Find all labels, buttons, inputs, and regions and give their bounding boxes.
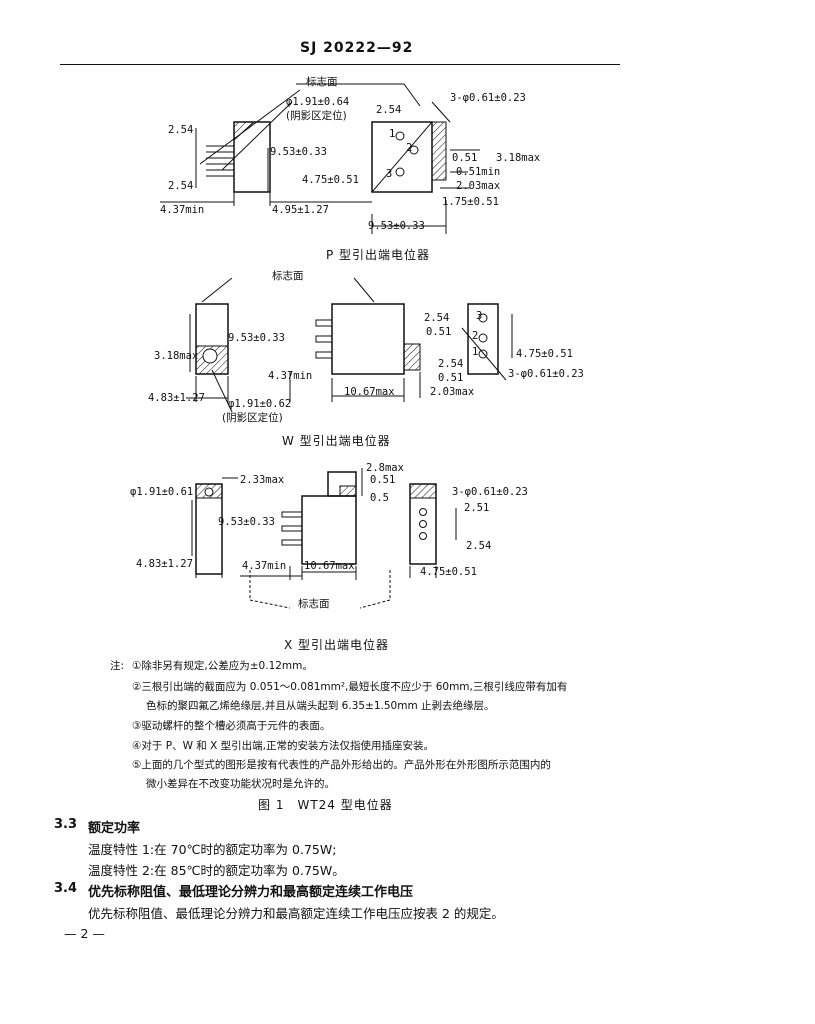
p-dim-475: 4.75±0.51 bbox=[302, 174, 359, 186]
x-dim-483: 4.83±1.27 bbox=[136, 558, 193, 570]
w-diam-pin: φ1.91±0.62 bbox=[228, 398, 292, 410]
p-shade-note: (阴影区定位) bbox=[286, 110, 347, 122]
notes-label: 注: bbox=[110, 660, 125, 672]
p-pin-3: 3 bbox=[386, 168, 393, 180]
w-dim-051b: 0.51 bbox=[438, 372, 464, 384]
note-3: ③驱动螺杆的整个槽必须高于元件的表面。 bbox=[132, 720, 331, 732]
note-5b: 微小差异在不改变功能状况时是允许的。 bbox=[146, 778, 335, 790]
p-dim-254-left: 2.54 bbox=[168, 124, 194, 136]
x-dim-05: 0.5 bbox=[370, 492, 389, 504]
x-dim-437: 4.37min bbox=[242, 560, 287, 572]
w-shade-note: (阴影区定位) bbox=[222, 412, 283, 424]
x-type-caption: X 型引出端电位器 bbox=[284, 638, 390, 652]
w-dim-203: 2.03max bbox=[430, 386, 475, 398]
p-type-drawing bbox=[160, 83, 480, 234]
x-dim-28: 2.8max bbox=[366, 462, 404, 474]
p-pin-2: 2 bbox=[406, 142, 413, 154]
p-type-caption: P 型引出端电位器 bbox=[326, 248, 431, 262]
p-dim-254-left-b: 2.54 bbox=[168, 180, 194, 192]
x-dim-051: 0.51 bbox=[370, 474, 396, 486]
x-type-drawing bbox=[191, 468, 457, 609]
x-dim-251: 2.51 bbox=[464, 502, 490, 514]
note-1: ①除非另有规定,公差应为±0.12mm。 bbox=[132, 660, 313, 672]
section-3-4-number: 3.4 bbox=[54, 881, 78, 896]
x-dim-1067: 10.67max bbox=[304, 560, 355, 572]
p-dim-203: 2.03max bbox=[456, 180, 501, 192]
w-marking-face: 标志面 bbox=[272, 270, 304, 282]
w-dim-318: 3.18max bbox=[154, 350, 199, 362]
section-3-4-title: 优先标称阻值、最低理论分辨力和最高额定连续工作电压 bbox=[88, 885, 414, 900]
w-dim-953: 9.53±0.33 bbox=[228, 332, 285, 344]
p-three-pins: 3-φ0.61±0.23 bbox=[450, 92, 526, 104]
w-type-drawing bbox=[186, 277, 513, 413]
p-dim-051b: 0.51min bbox=[456, 166, 501, 178]
figure-caption: 图 1 WT24 型电位器 bbox=[258, 798, 393, 812]
p-dim-953: 9.53±0.33 bbox=[270, 146, 327, 158]
section-3-3-line2: 温度特性 2:在 85℃时的额定功率为 0.75W。 bbox=[88, 863, 345, 878]
x-dim-254: 2.54 bbox=[466, 540, 492, 552]
p-dim-437: 4.37min bbox=[160, 204, 205, 216]
section-3-3-title: 额定功率 bbox=[88, 821, 141, 836]
p-diam-pin: φ1.91±0.64 bbox=[286, 96, 350, 108]
p-dim-318: 3.18max bbox=[496, 152, 541, 164]
section-3-4-line1: 优先标称阻值、最低理论分辨力和最高额定连续工作电压应按表 2 的规定。 bbox=[88, 906, 504, 921]
note-2b: 色标的聚四氟乙烯绝缘层,并且从端头起到 6.35±1.50mm 止剥去绝缘层。 bbox=[146, 700, 495, 712]
p-dim-495: 4.95±1.27 bbox=[272, 204, 329, 216]
w-dim-1067: 10.67max bbox=[344, 386, 395, 398]
w-dim-051a: 0.51 bbox=[426, 326, 452, 338]
p-pin-1: 1 bbox=[389, 128, 396, 140]
w-dim-254a: 2.54 bbox=[424, 312, 450, 324]
x-marking-face: 标志面 bbox=[298, 598, 330, 610]
note-4: ④对于 P、W 和 X 型引出端,正常的安装方法仅指使用插座安装。 bbox=[132, 740, 435, 752]
w-dim-475: 4.75±0.51 bbox=[516, 348, 573, 360]
standard-code: SJ 20222—92 bbox=[300, 40, 414, 56]
w-pin-1: 1 bbox=[472, 346, 479, 358]
note-5a: ⑤上面的几个型式的图形是按有代表性的产品外形给出的。产品外形在外形图所示范围内的 bbox=[132, 759, 551, 771]
note-2a: ②三根引出端的截面应为 0.051～0.081mm²,最短长度不应少于 60mm… bbox=[132, 681, 568, 693]
page-number: — 2 — bbox=[64, 926, 105, 941]
x-diam-pin: φ1.91±0.61 bbox=[130, 486, 194, 498]
w-pin-2: 2 bbox=[472, 330, 479, 342]
section-3-3-line1: 温度特性 1:在 70℃时的额定功率为 0.75W; bbox=[88, 842, 337, 857]
w-pin-3: 3 bbox=[476, 310, 483, 322]
x-dim-475: 4.75±0.51 bbox=[420, 566, 477, 578]
p-dim-953-bottom: 9.53±0.33 bbox=[368, 220, 425, 232]
x-dim-953: 9.53±0.33 bbox=[218, 516, 275, 528]
x-three-pins: 3-φ0.61±0.23 bbox=[452, 486, 528, 498]
p-dim-175: 1.75±0.51 bbox=[442, 196, 499, 208]
w-dim-483: 4.83±1.27 bbox=[148, 392, 205, 404]
w-dim-254b: 2.54 bbox=[438, 358, 464, 370]
w-dim-437: 4.37min bbox=[268, 370, 313, 382]
x-dim-233: 2.33max bbox=[240, 474, 285, 486]
p-marking-face: 标志面 bbox=[306, 76, 338, 88]
p-dim-051: 0.51 bbox=[452, 152, 478, 164]
header-rule bbox=[60, 64, 620, 65]
w-three-pins: 3-φ0.61±0.23 bbox=[508, 368, 584, 380]
w-type-caption: W 型引出端电位器 bbox=[282, 434, 391, 448]
p-dim-254-top: 2.54 bbox=[376, 104, 402, 116]
section-3-3-number: 3.3 bbox=[54, 817, 78, 832]
figure-drawing bbox=[160, 83, 513, 609]
